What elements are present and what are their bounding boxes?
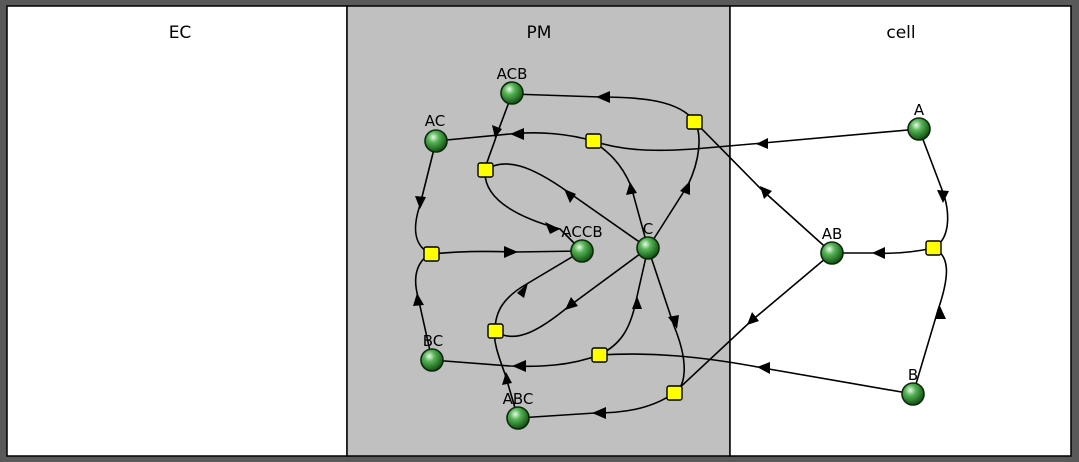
arrowhead-9 bbox=[747, 312, 759, 325]
species-node-AB[interactable] bbox=[820, 241, 844, 265]
arrowhead-18 bbox=[564, 189, 576, 203]
arrowhead-22 bbox=[502, 372, 512, 385]
arrowhead-12 bbox=[757, 362, 770, 374]
compartment-cell bbox=[729, 5, 1072, 457]
species-labels: ACB AC ACCB C BC ABC A AB B bbox=[423, 65, 925, 408]
species-label-BC: BC bbox=[423, 332, 444, 350]
arrowhead-14 bbox=[632, 296, 642, 309]
species-label-ABC: ABC bbox=[503, 390, 534, 408]
species-label-C: C bbox=[643, 220, 653, 238]
edge-B-to-r8 bbox=[598, 353, 914, 395]
compartment-ec-label: EC bbox=[169, 23, 192, 43]
species-node-B[interactable] bbox=[901, 382, 925, 406]
reaction-node-1[interactable] bbox=[686, 114, 703, 130]
arrowhead-20 bbox=[504, 246, 518, 258]
species-node-ACB[interactable] bbox=[500, 81, 524, 105]
species-node-ACCB[interactable] bbox=[570, 239, 594, 263]
reaction-node-3[interactable] bbox=[477, 162, 494, 178]
edge-A-to-r2 bbox=[592, 128, 920, 152]
compartment-cell-label: cell bbox=[886, 23, 915, 43]
arrowheads bbox=[413, 91, 949, 419]
compartment-pm-label: PM bbox=[527, 23, 552, 43]
arrowhead-5 bbox=[872, 247, 885, 259]
arrowhead-15 bbox=[626, 182, 637, 195]
arrowhead-1 bbox=[756, 138, 768, 149]
species-label-AC: AC bbox=[425, 112, 445, 130]
arrowhead-6 bbox=[760, 186, 772, 199]
species-label-ACB: ACB bbox=[497, 65, 528, 83]
species-nodes bbox=[420, 81, 931, 430]
reaction-node-4[interactable] bbox=[423, 246, 440, 262]
species-label-A: A bbox=[914, 101, 925, 119]
species-node-C[interactable] bbox=[636, 236, 660, 260]
species-label-ACCB: ACCB bbox=[561, 223, 602, 241]
species-node-ABC[interactable] bbox=[506, 406, 530, 430]
species-node-AC[interactable] bbox=[424, 129, 448, 153]
reaction-node-2[interactable] bbox=[585, 133, 602, 149]
reaction-node-9[interactable] bbox=[666, 385, 683, 401]
arrowhead-11 bbox=[592, 407, 606, 419]
compartment-pm bbox=[346, 5, 731, 457]
species-node-A[interactable] bbox=[907, 117, 931, 141]
species-node-BC[interactable] bbox=[420, 348, 444, 372]
species-label-AB: AB bbox=[822, 225, 843, 243]
arrowhead-19 bbox=[415, 196, 426, 209]
compartment-ec bbox=[6, 5, 348, 457]
arrowhead-17 bbox=[545, 222, 560, 234]
arrowhead-2 bbox=[510, 128, 524, 140]
reaction-node-6[interactable] bbox=[487, 323, 504, 339]
arrowhead-10 bbox=[668, 315, 679, 329]
arrowhead-13 bbox=[512, 360, 526, 372]
arrowhead-8 bbox=[680, 181, 690, 195]
reaction-node-5[interactable] bbox=[925, 240, 942, 256]
arrowhead-23 bbox=[517, 283, 528, 298]
arrowhead-3 bbox=[937, 190, 949, 203]
reactions bbox=[423, 114, 942, 401]
reaction-node-8[interactable] bbox=[591, 347, 608, 363]
arrowhead-16 bbox=[492, 125, 502, 138]
arrowhead-21 bbox=[413, 293, 424, 306]
edge-r8-to-BC bbox=[431, 354, 600, 368]
species-label-B: B bbox=[908, 366, 918, 384]
arrowhead-24 bbox=[565, 297, 578, 310]
arrowhead-7 bbox=[596, 91, 610, 103]
arrowhead-4 bbox=[935, 306, 946, 319]
